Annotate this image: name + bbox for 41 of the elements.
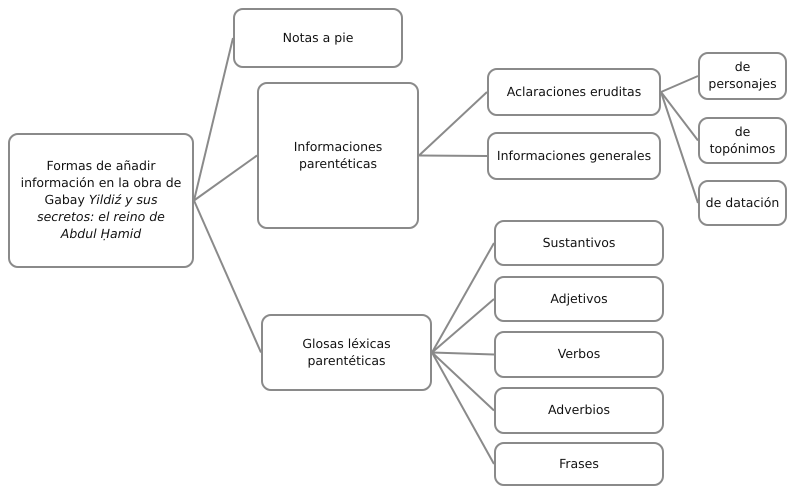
node-label: Adjetivos — [549, 290, 609, 308]
node-label: Verbos — [556, 346, 602, 363]
rounded-box — [487, 68, 661, 116]
rounded-box — [494, 276, 664, 322]
node-label: Informaciones parentéticas — [292, 138, 384, 172]
node-label: de personajes — [707, 59, 778, 93]
rounded-box — [494, 442, 664, 486]
rounded-box — [233, 8, 403, 68]
connector-line — [418, 91, 488, 156]
rounded-box — [698, 52, 787, 100]
connector-line — [660, 91, 699, 142]
connector-line — [431, 352, 495, 412]
rounded-box — [698, 117, 787, 164]
rounded-box — [698, 180, 787, 226]
node-label: Frases — [558, 456, 600, 472]
rounded-box — [494, 331, 664, 378]
node-label: de topónimos — [708, 124, 776, 158]
rounded-box — [8, 133, 194, 268]
rounded-box — [494, 220, 664, 266]
connector-line — [193, 38, 234, 201]
connector-line — [660, 75, 698, 93]
rounded-box — [494, 387, 664, 434]
connector-line — [432, 352, 494, 356]
connector-line — [193, 154, 258, 202]
connector-line — [431, 352, 495, 464]
node-label: Adverbios — [546, 402, 612, 419]
node-label: Glosas léxicas parentéticas — [301, 336, 392, 370]
node-label: Informaciones generales — [496, 148, 652, 164]
connector-line — [193, 200, 262, 353]
node-label: Sustantivos — [542, 234, 616, 252]
node-label: de datación — [704, 194, 780, 212]
rounded-box — [261, 314, 432, 391]
rounded-box — [257, 82, 419, 229]
node-label: Formas de añadir información en la obra de Gabay Yildiź y sus secretos: el reino de Abdul Ḥamid — [20, 158, 182, 243]
node-label: Notas a pie — [282, 30, 354, 46]
connector-line — [419, 154, 487, 157]
rounded-box — [487, 132, 661, 180]
connector-line — [431, 298, 495, 354]
node-label: Aclaraciones eruditas — [506, 84, 642, 100]
connector-line — [660, 92, 699, 204]
connector-line — [431, 242, 495, 353]
